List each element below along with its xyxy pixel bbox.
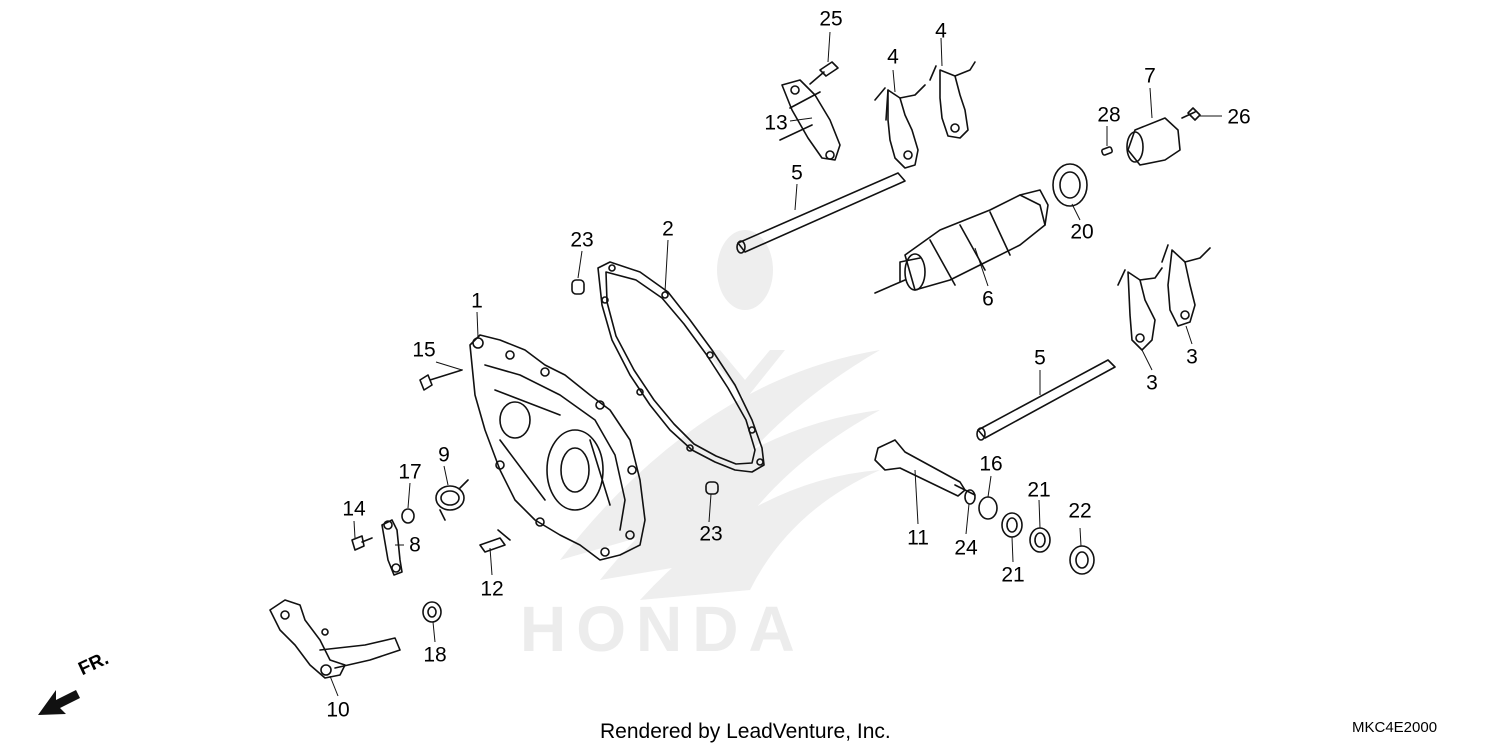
part-bearing-21b [1029,527,1051,553]
callout-16[interactable]: 16 [979,452,1003,476]
callout-9[interactable]: 9 [438,443,450,467]
callout-3[interactable]: 3 [1146,371,1158,395]
part-dowel-pin-lower [705,481,719,495]
part-spring-9 [435,479,469,521]
callout-11[interactable]: 11 [907,526,929,550]
part-pin-28 [1101,146,1113,156]
callout-23[interactable]: 23 [699,522,723,546]
callout-1[interactable]: 1 [471,289,483,313]
callout-3[interactable]: 3 [1186,345,1198,369]
callout-14[interactable]: 14 [342,497,366,521]
part-stopper-plate [781,79,841,161]
callout-17[interactable]: 17 [398,460,422,484]
part-washer-16 [978,496,998,520]
callout-6[interactable]: 6 [982,287,994,311]
callout-21[interactable]: 21 [1027,478,1051,502]
callout-13[interactable]: 13 [764,111,788,135]
callout-26[interactable]: 26 [1227,105,1251,129]
callout-18[interactable]: 18 [423,643,447,667]
callout-10[interactable]: 10 [326,698,350,722]
part-bearing-20 [1052,163,1088,207]
part-shift-fork-3b [1161,244,1211,327]
footer-credit: Rendered by LeadVenture, Inc. [600,720,891,743]
part-shift-drum [874,189,1049,294]
part-dowel-pin-upper [571,279,585,295]
part-gasket [597,261,765,473]
part-bolt-25 [809,61,839,85]
callout-12[interactable]: 12 [480,577,504,601]
part-bolt-15 [419,369,463,391]
part-screw-26 [1181,107,1201,121]
callout-21[interactable]: 21 [1001,563,1025,587]
callout-8[interactable]: 8 [409,533,421,557]
callout-2[interactable]: 2 [662,217,674,241]
part-shift-arm [269,599,401,679]
part-bearing-21a [1001,512,1023,538]
part-fork-shaft-lower [977,359,1116,439]
callout-4[interactable]: 4 [935,19,947,43]
part-shift-fork-3a [1117,267,1163,351]
callout-25[interactable]: 25 [819,7,843,31]
callout-7[interactable]: 7 [1144,64,1156,88]
callout-5[interactable]: 5 [1034,346,1046,370]
part-shift-fork-4a [874,84,926,169]
part-ring-24 [964,489,976,505]
callout-22[interactable]: 22 [1068,499,1092,523]
part-neutral-switch [1126,117,1181,166]
part-bolt-14 [351,535,373,551]
callout-23[interactable]: 23 [570,228,594,252]
part-seal-18 [422,601,442,623]
front-direction-arrow [38,690,80,715]
callout-5[interactable]: 5 [791,161,803,185]
part-seal-22 [1069,545,1095,575]
callout-20[interactable]: 20 [1070,220,1094,244]
callout-15[interactable]: 15 [412,338,436,362]
callout-24[interactable]: 24 [954,536,978,560]
part-shift-fork-4b [929,61,976,139]
callout-28[interactable]: 28 [1097,103,1121,127]
part-washer-17 [401,508,415,524]
part-stopper-arm [381,519,403,576]
part-fork-shaft-upper [737,172,906,253]
part-pin-12 [479,529,511,553]
callout-4[interactable]: 4 [887,45,899,69]
part-crankcase-cover [469,334,646,561]
honda-watermark-text: HONDA [520,593,805,665]
diagram-code: MKC4E2000 [1352,719,1438,736]
part-gearshift-spindle [874,439,976,497]
